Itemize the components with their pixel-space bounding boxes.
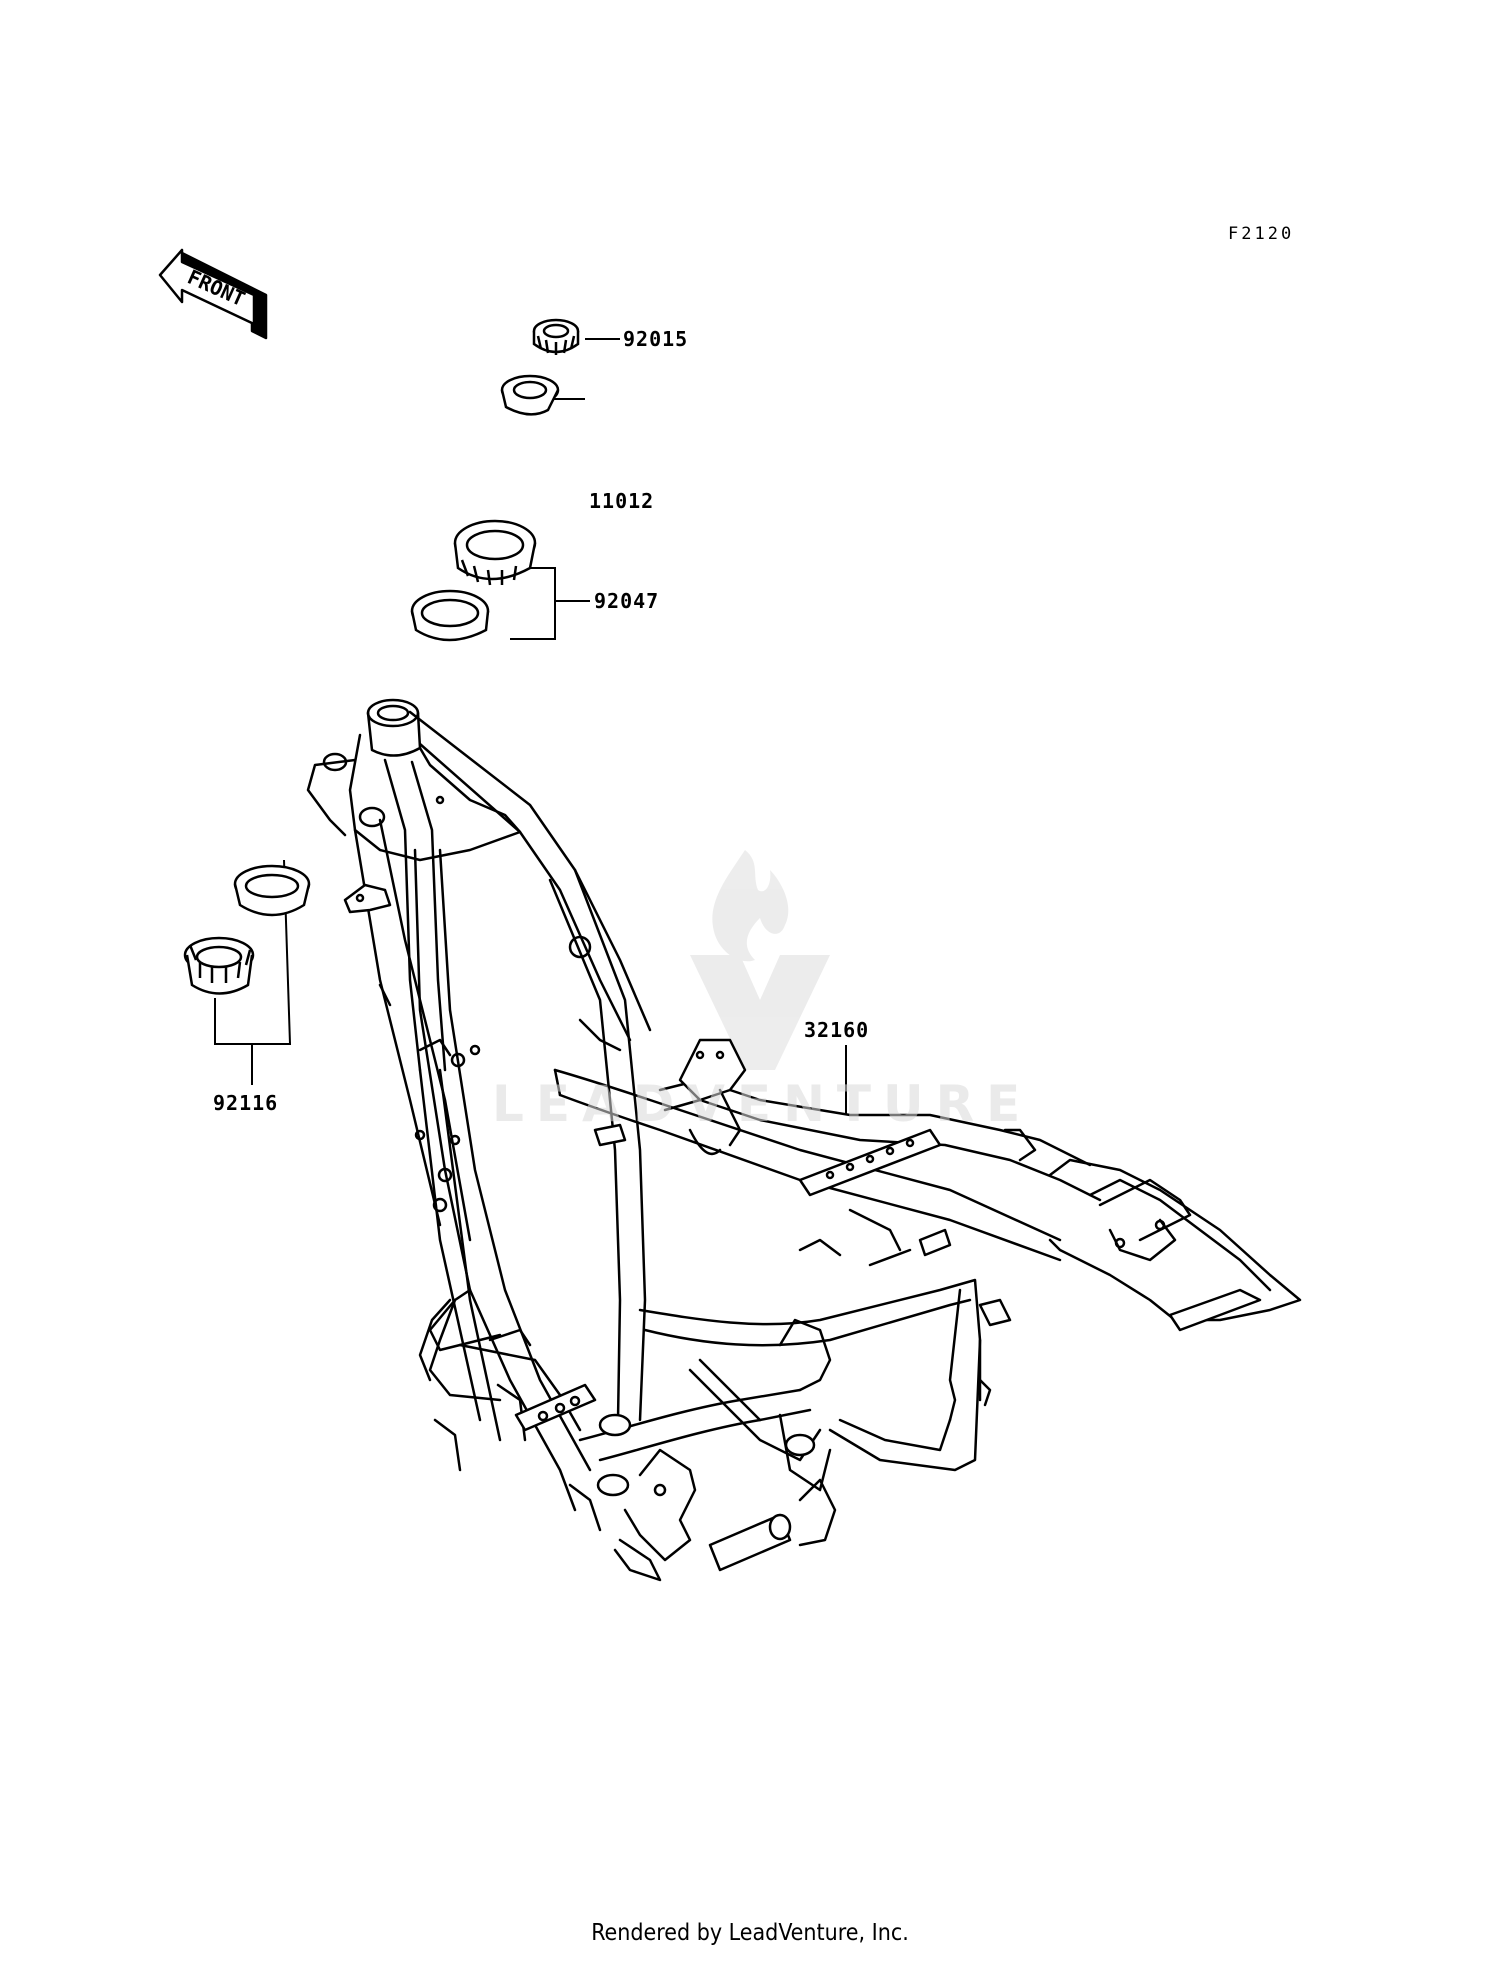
part-11012-washer — [500, 374, 560, 416]
front-arrow-icon — [158, 248, 268, 340]
part-92015-nut — [532, 318, 580, 355]
watermark-text: LEADVENTURE — [492, 1075, 1033, 1133]
part-92047-race-lower — [410, 589, 490, 642]
part-number-92015: 92015 — [623, 327, 689, 351]
part-32160-frame — [306, 698, 1302, 1582]
part-92116-bearing — [183, 936, 255, 995]
part-number-92116: 92116 — [213, 1091, 279, 1115]
leader-lines — [214, 338, 847, 1115]
part-number-32160: 32160 — [804, 1018, 870, 1042]
part-number-92047: 92047 — [594, 589, 660, 613]
diagram-code: F2120 — [1228, 224, 1295, 244]
footer-credit: Rendered by LeadVenture, Inc. — [591, 1920, 909, 1946]
part-92047-race-upper — [453, 519, 537, 586]
part-number-11012: 11012 — [589, 489, 655, 513]
watermark-logo — [690, 850, 830, 1070]
part-92116-seal — [233, 864, 311, 917]
